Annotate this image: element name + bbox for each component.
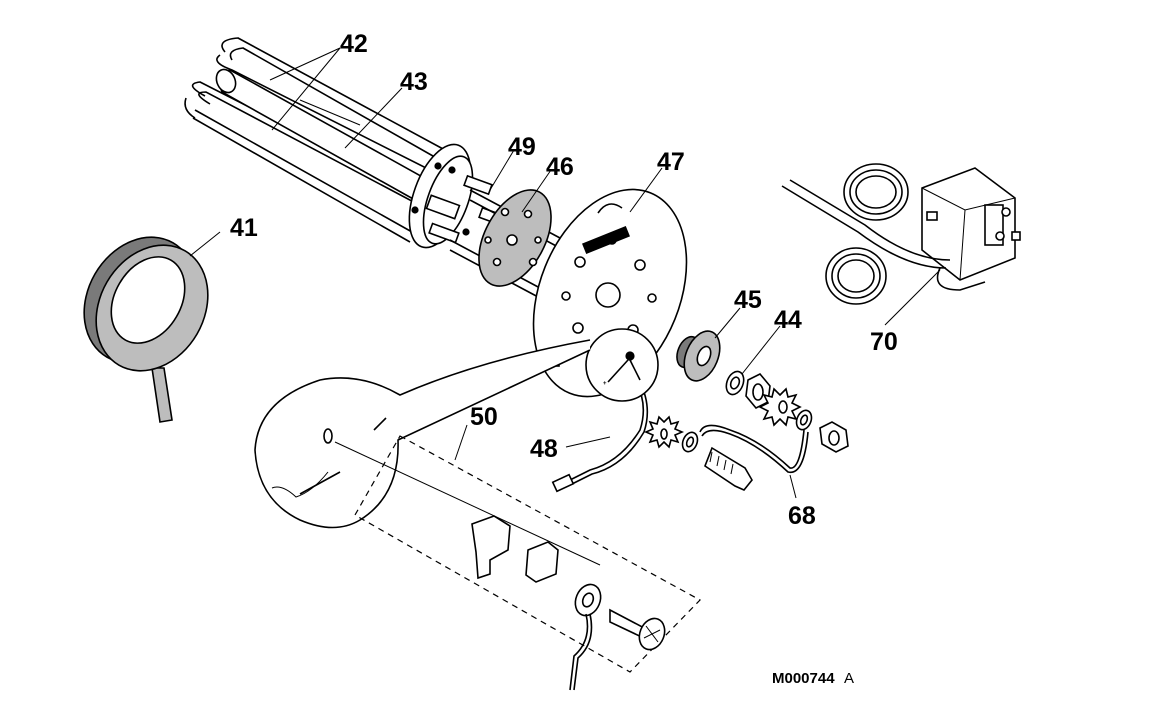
callout-41: 41 bbox=[230, 214, 258, 242]
callout-47: 47 bbox=[657, 148, 685, 176]
callout-50: 50 bbox=[470, 403, 498, 431]
anode-rod-43 bbox=[215, 68, 430, 202]
thermostat-70 bbox=[781, 163, 1021, 305]
element-flange bbox=[408, 143, 508, 249]
earth-wire-68 bbox=[699, 424, 809, 474]
reference-number: M000744 bbox=[772, 670, 835, 687]
gasket-plate-46 bbox=[478, 189, 552, 287]
callout-70: 70 bbox=[870, 328, 898, 356]
callout-42: 42 bbox=[340, 30, 368, 58]
callout-68: 68 bbox=[788, 502, 816, 530]
detail-bubble bbox=[254, 339, 601, 566]
earth-hardware bbox=[643, 387, 849, 491]
reference-revision: A bbox=[844, 670, 854, 687]
callout-46: 46 bbox=[546, 153, 574, 181]
callout-49: 49 bbox=[508, 133, 536, 161]
callout-43: 43 bbox=[400, 68, 428, 96]
callout-45: 45 bbox=[734, 286, 762, 314]
callout-labels: 42 43 49 46 47 41 45 44 70 50 48 68 bbox=[230, 30, 898, 530]
bushing-45 bbox=[676, 330, 721, 382]
detail-magnifier: + bbox=[585, 328, 659, 402]
leader-lines bbox=[189, 47, 941, 499]
gasket-41 bbox=[83, 236, 209, 423]
washer-nut-44 bbox=[725, 370, 771, 409]
callout-48: 48 bbox=[530, 435, 558, 463]
heating-element-42 bbox=[184, 37, 446, 243]
svg-text:+: + bbox=[603, 381, 607, 387]
callout-44: 44 bbox=[774, 306, 802, 334]
clip-kit-50 bbox=[354, 435, 701, 691]
drawing-reference: M000744 A bbox=[772, 670, 854, 687]
